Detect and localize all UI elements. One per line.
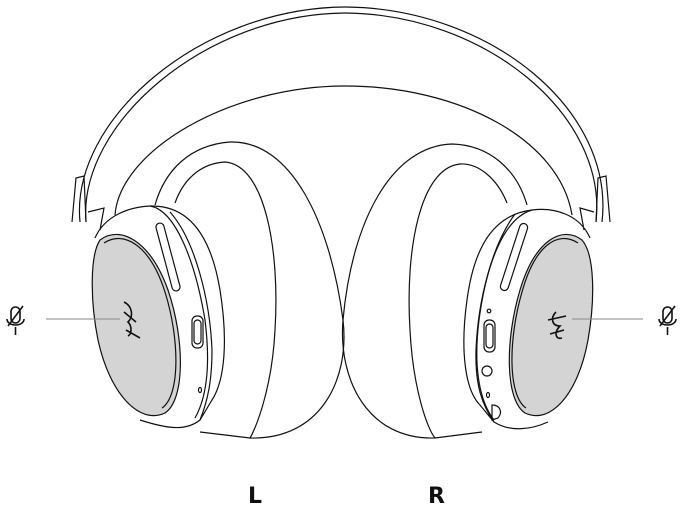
microphone-muted-icon bbox=[658, 305, 677, 335]
headband bbox=[71, 6, 611, 231]
right-ear-cushion bbox=[341, 143, 528, 439]
right-side-label: R bbox=[428, 484, 445, 509]
right-earcup-panel bbox=[508, 233, 594, 417]
left-earcup-panel bbox=[91, 233, 181, 417]
left-earcup bbox=[94, 205, 226, 429]
left-ear-cushion bbox=[154, 141, 345, 439]
left-side-label: L bbox=[248, 484, 263, 509]
microphone-muted-icon bbox=[6, 305, 25, 335]
